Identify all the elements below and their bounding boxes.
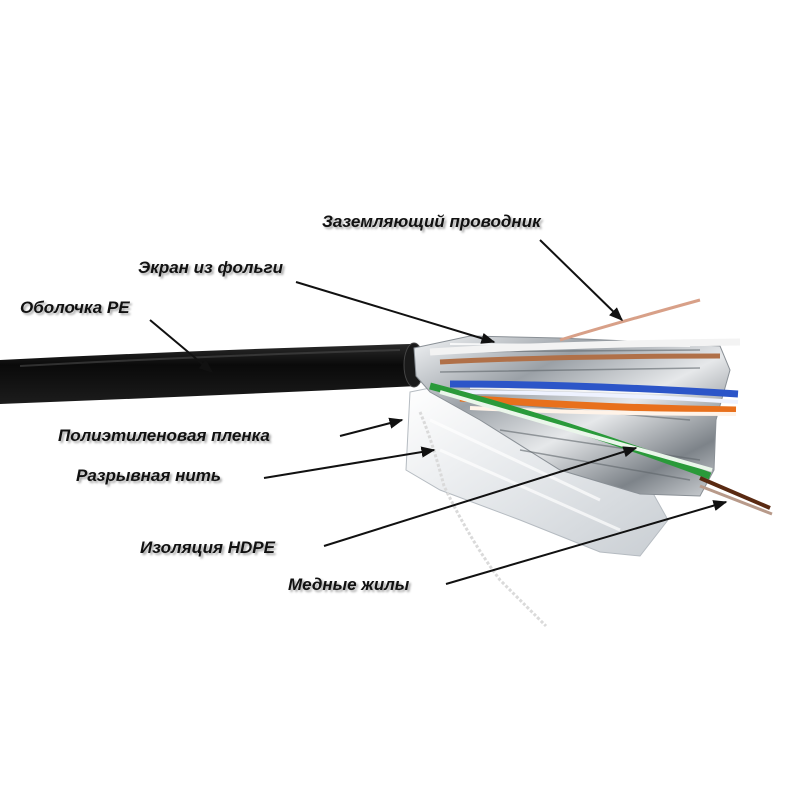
label-copper-cores: Медные жилы: [288, 575, 410, 594]
leader-foil-screen: [295, 281, 496, 344]
leader-copper-cores: [445, 500, 728, 585]
label-hdpe-insulation: Изоляция HDPE: [140, 538, 275, 557]
leader-hdpe-insulation: [323, 446, 638, 547]
leader-pe-sheath: [149, 319, 214, 373]
leader-pe-film: [339, 417, 404, 437]
pe-sheath-shape: [0, 342, 425, 404]
label-grounding-wire: Заземляющий проводник: [322, 212, 541, 231]
twisted-pairs: [429, 338, 773, 516]
label-pe-sheath: Оболочка PE: [20, 298, 130, 317]
label-foil-screen: Экран из фольги: [138, 258, 283, 277]
grounding-wire-shape: [559, 298, 701, 342]
leader-grounding-wire: [539, 239, 624, 321]
leader-rip-cord: [263, 446, 436, 479]
label-rip-cord: Разрывная нить: [76, 466, 221, 485]
label-pe-film: Полиэтиленовая пленка: [58, 426, 270, 445]
